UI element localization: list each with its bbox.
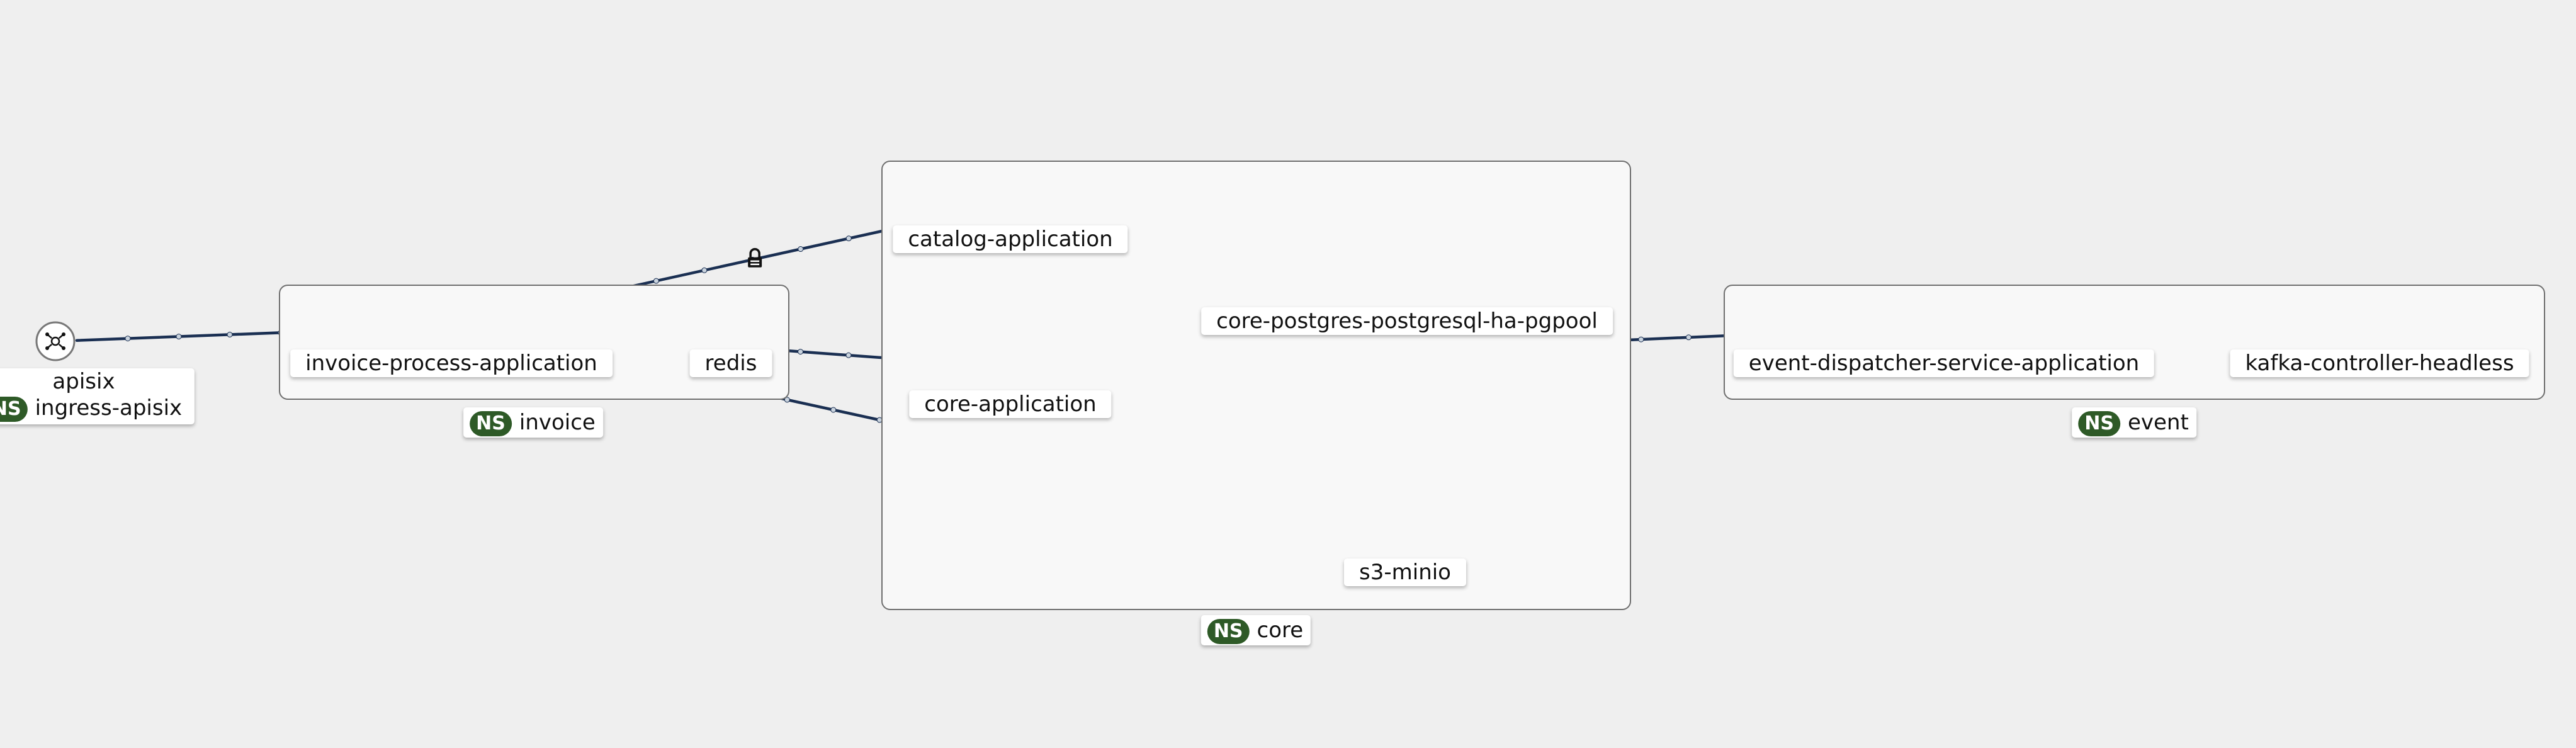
- node-label-kafka-controller-headless[interactable]: kafka-controller-headless: [2230, 349, 2529, 377]
- traffic-dot: [653, 278, 659, 284]
- namespace-label-event[interactable]: NS event: [2072, 407, 2196, 438]
- traffic-dot: [784, 397, 790, 403]
- namespace-label-invoice[interactable]: NS invoice: [463, 407, 603, 438]
- node-label-redis[interactable]: redis: [689, 349, 772, 377]
- namespace-badge: NS: [1207, 619, 1250, 644]
- namespace-name: event: [2127, 410, 2189, 435]
- namespace-badge: NS: [0, 397, 28, 422]
- traffic-dot: [845, 235, 852, 242]
- namespace-box-invoice[interactable]: [279, 285, 789, 400]
- traffic-dot: [1685, 334, 1692, 341]
- traffic-dot: [830, 407, 837, 413]
- node-label-core-postgres[interactable]: core-postgres-postgresql-ha-pgpool: [1201, 307, 1613, 335]
- node-name: apisix: [52, 369, 115, 394]
- node-label-catalog-application[interactable]: catalog-application: [893, 225, 1128, 253]
- namespace-box-event[interactable]: [1724, 285, 2545, 400]
- ingress-icon[interactable]: [35, 321, 76, 361]
- node-namespace: NS ingress-apisix: [0, 395, 182, 422]
- node-label-invoice-process-application[interactable]: invoice-process-application: [290, 349, 613, 377]
- node-label-event-dispatcher[interactable]: event-dispatcher-service-application: [1733, 349, 2155, 377]
- node-label-s3-minio[interactable]: s3-minio: [1344, 558, 1466, 586]
- traffic-dot: [798, 349, 804, 355]
- traffic-dot: [227, 331, 233, 337]
- namespace-name: invoice: [519, 410, 596, 435]
- namespace-name: ingress-apisix: [35, 395, 183, 421]
- traffic-dot: [798, 246, 804, 252]
- traffic-dot: [701, 267, 708, 273]
- node-label-core-application[interactable]: core-application: [909, 390, 1112, 418]
- namespace-badge: NS: [2078, 411, 2120, 436]
- namespace-badge: NS: [470, 411, 512, 436]
- namespace-label-core[interactable]: NS core: [1200, 615, 1311, 645]
- traffic-dot: [1638, 336, 1644, 343]
- traffic-dot: [845, 352, 852, 358]
- traffic-dot: [176, 334, 182, 340]
- traffic-dot: [125, 336, 131, 342]
- node-label-apisix[interactable]: apisix NS ingress-apisix: [0, 368, 195, 424]
- lock-icon: [748, 247, 762, 268]
- namespace-name: core: [1257, 618, 1304, 643]
